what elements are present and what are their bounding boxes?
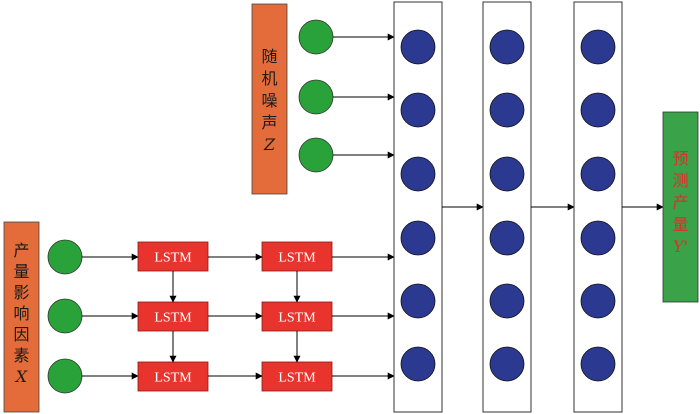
layer3-node-6	[580, 346, 616, 382]
layer3-node-4	[580, 220, 616, 256]
factor-input-node-1	[47, 239, 83, 275]
lstm-label-r1-c2: LSTM	[278, 251, 316, 266]
noise-label-char-2: 机	[261, 69, 277, 88]
layer1-node-3	[400, 156, 436, 192]
output-symbol: Y'	[673, 237, 688, 256]
layer2-node-4	[489, 220, 525, 256]
lstm-label-r1-c1: LSTM	[154, 251, 192, 266]
lstm-label-r2-c2: LSTM	[278, 311, 316, 326]
noise-label-char-4: 声	[261, 113, 277, 132]
layer2-node-1	[489, 29, 525, 65]
layer1-node-6	[400, 346, 436, 382]
layer1-node-4	[400, 220, 436, 256]
layer3-node-2	[580, 92, 616, 128]
output-box	[662, 111, 699, 303]
layer2-node-3	[489, 156, 525, 192]
noise-label-char-3: 噪	[261, 91, 277, 110]
lstm-cell-r3-c1	[137, 361, 209, 392]
layer2-node-2	[489, 92, 525, 128]
factor-label-char-1: 产	[13, 241, 29, 260]
lstm-cell-r3-c2	[261, 361, 333, 392]
lstm-label-r3-c2: LSTM	[278, 371, 316, 386]
hidden-layer-2	[482, 1, 532, 413]
lstm-cell-r1-c2	[261, 241, 333, 272]
layer1-node-2	[400, 92, 436, 128]
factor-symbol: X	[14, 367, 28, 386]
layer1-node-1	[400, 29, 436, 65]
noise-input-node-2	[298, 79, 334, 115]
output-label-char-3: 产	[672, 193, 688, 212]
layer3-node-3	[580, 156, 616, 192]
factor-label-char-2: 量	[13, 262, 29, 281]
noise-input-box	[251, 3, 288, 195]
factor-label-char-6: 素	[13, 346, 29, 365]
layer3-node-1	[580, 29, 616, 65]
layer1-node-5	[400, 283, 436, 319]
layer2-node-5	[489, 283, 525, 319]
noise-input-node-3	[298, 137, 334, 173]
factor-label-char-3: 影	[13, 283, 29, 302]
lstm-cell-r2-c2	[261, 301, 333, 332]
factor-label-char-5: 因	[13, 325, 29, 344]
factor-input-box	[3, 221, 40, 413]
hidden-layer-1	[393, 1, 443, 413]
factor-label-char-4: 响	[13, 304, 29, 323]
noise-input-node-1	[298, 19, 334, 55]
noise-symbol: Z	[263, 135, 276, 154]
layer3-node-5	[580, 283, 616, 319]
factor-input-node-2	[47, 298, 83, 334]
factor-input-node-3	[47, 358, 83, 394]
lstm-label-r3-c1: LSTM	[154, 371, 192, 386]
output-label-char-1: 预	[672, 149, 688, 168]
output-label-char-4: 量	[672, 215, 688, 234]
output-label-char-2: 测	[672, 171, 688, 190]
layer2-node-6	[489, 346, 525, 382]
hidden-layer-3	[573, 1, 623, 413]
noise-label-char-1: 随	[261, 47, 277, 66]
lstm-label-r2-c1: LSTM	[154, 311, 192, 326]
